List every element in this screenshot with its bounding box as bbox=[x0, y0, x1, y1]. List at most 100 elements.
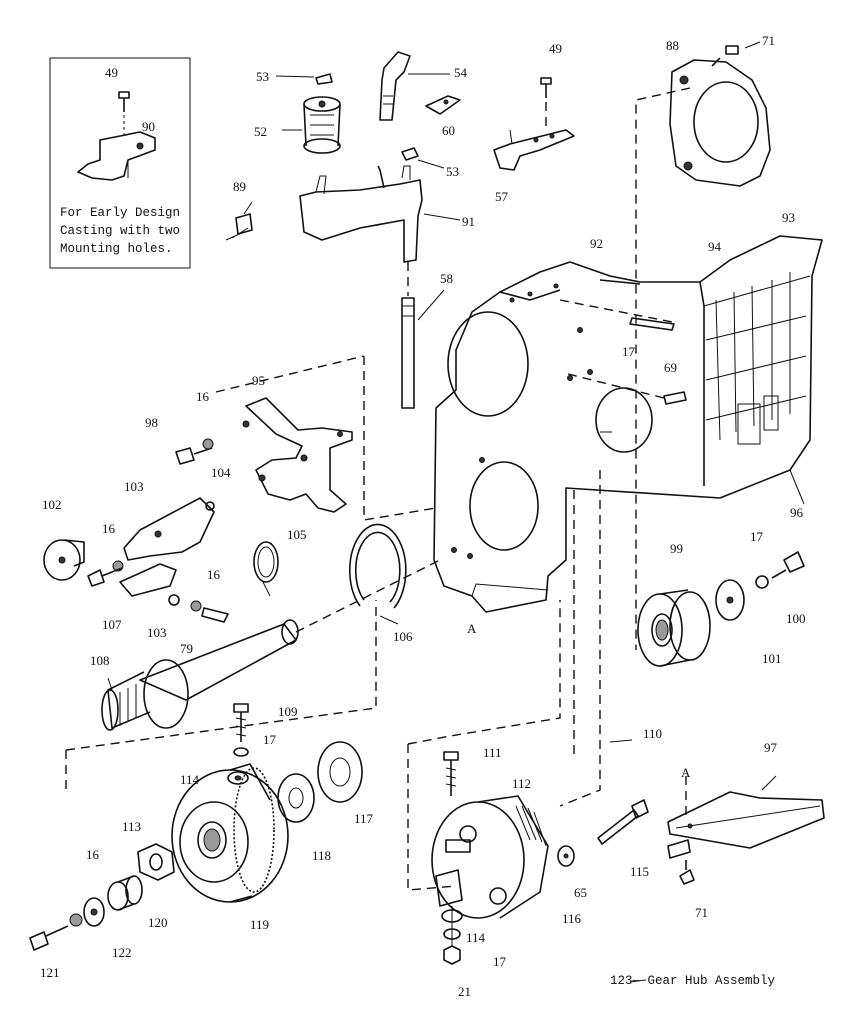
leader-53b bbox=[417, 159, 445, 169]
callout-57: 57 bbox=[495, 189, 508, 204]
part-17-washer-b bbox=[755, 575, 769, 589]
part-53-clip-top bbox=[315, 73, 333, 85]
part-112-gear-hub bbox=[431, 795, 549, 919]
callout-95: 95 bbox=[252, 373, 265, 388]
section-marker-a: A bbox=[681, 765, 691, 780]
callout-102: 102 bbox=[42, 497, 62, 512]
leader-106 bbox=[379, 615, 399, 625]
guide-110 bbox=[559, 470, 601, 807]
part-117-washer bbox=[317, 741, 363, 803]
inset-label-90: 90 bbox=[142, 119, 155, 134]
part-97-plate bbox=[667, 791, 825, 849]
part-58-shaft bbox=[401, 297, 415, 409]
leader-96 bbox=[789, 469, 805, 505]
callout-118: 118 bbox=[312, 848, 332, 863]
callout-109: 109 bbox=[278, 704, 298, 719]
callout-112: 112 bbox=[512, 776, 532, 791]
part-103-link-lower bbox=[119, 563, 177, 597]
part-17-washer-c bbox=[233, 747, 249, 757]
callout-65: 65 bbox=[574, 885, 587, 900]
part-89-screw-assembly bbox=[225, 213, 253, 241]
callout-99: 99 bbox=[670, 541, 683, 556]
callout-110: 110 bbox=[643, 726, 663, 741]
callout-119: 119 bbox=[250, 917, 270, 932]
guide-88 bbox=[635, 87, 691, 650]
part-53-clip-mid bbox=[401, 147, 419, 161]
callout-53: 53 bbox=[446, 164, 459, 179]
callout-21: 21 bbox=[458, 984, 471, 999]
inset-note-line: Casting with two bbox=[60, 224, 181, 238]
callout-115: 115 bbox=[630, 864, 650, 879]
caption-gear-hub-assembly: 123— Gear Hub Assembly bbox=[610, 974, 776, 988]
part-113-nut bbox=[137, 843, 175, 881]
part-98-screw bbox=[175, 447, 213, 465]
callout-103: 103 bbox=[124, 479, 144, 494]
callout-17: 17 bbox=[622, 344, 635, 359]
leader-58 bbox=[417, 289, 445, 321]
leader-105 bbox=[261, 579, 271, 597]
callout-58: 58 bbox=[440, 271, 453, 286]
callout-114: 114 bbox=[466, 930, 486, 945]
callout-113: 113 bbox=[122, 819, 142, 834]
callout-103: 103 bbox=[147, 625, 167, 640]
part-16-washer-d bbox=[69, 913, 83, 927]
callout-54: 54 bbox=[454, 65, 467, 80]
guide-112 bbox=[407, 600, 561, 891]
callout-17: 17 bbox=[750, 529, 763, 544]
part-121-screw bbox=[29, 925, 69, 951]
leader-89 bbox=[243, 201, 253, 215]
callout-16: 16 bbox=[207, 567, 220, 582]
part-16-washer-c bbox=[190, 600, 202, 612]
inset-frame bbox=[49, 57, 191, 269]
part-60-plate bbox=[425, 95, 461, 115]
callout-89: 89 bbox=[233, 179, 246, 194]
leader-97 bbox=[761, 775, 777, 791]
part-101-washer bbox=[715, 579, 745, 621]
part-103-washer bbox=[168, 594, 180, 606]
callout-105: 105 bbox=[287, 527, 307, 542]
part-106-snap-ring bbox=[349, 523, 407, 609]
part-52-spool bbox=[303, 96, 341, 154]
callout-120: 120 bbox=[148, 915, 168, 930]
guide-92 bbox=[559, 299, 673, 323]
guide-shaft-axis bbox=[295, 559, 441, 633]
part-119-gear bbox=[171, 763, 289, 903]
part-69-pin bbox=[663, 391, 687, 405]
callout-88: 88 bbox=[666, 38, 679, 53]
part-114-washer bbox=[227, 771, 249, 785]
part-96-main-housing bbox=[433, 235, 823, 613]
part-88-bearing-cap bbox=[669, 59, 771, 187]
part-111-screw bbox=[443, 751, 459, 796]
callout-52: 52 bbox=[254, 124, 267, 139]
part-122-washer bbox=[83, 897, 105, 927]
part-95-bracket bbox=[242, 397, 353, 513]
part-91-bracket-arm bbox=[299, 165, 423, 263]
part-105-ring bbox=[253, 541, 279, 583]
part-109-screw bbox=[233, 703, 249, 742]
leader-53a bbox=[275, 75, 315, 78]
callout-96: 96 bbox=[790, 505, 803, 520]
callout-107: 107 bbox=[102, 617, 122, 632]
part-102-knob bbox=[43, 539, 85, 581]
callout-60: 60 bbox=[442, 123, 455, 138]
inset-note: For Early Design Casting with two Mounti… bbox=[60, 204, 192, 258]
leader-91 bbox=[423, 213, 461, 221]
callout-92: 92 bbox=[590, 236, 603, 251]
callout-71: 71 bbox=[695, 905, 708, 920]
part-107-screw bbox=[87, 567, 123, 587]
leader-123 bbox=[629, 979, 647, 983]
guide-95 bbox=[215, 355, 437, 521]
callout-121: 121 bbox=[40, 965, 60, 980]
callout-100: 100 bbox=[786, 611, 806, 626]
callout-17: 17 bbox=[263, 732, 276, 747]
part-49-screw-inset bbox=[118, 91, 130, 135]
callout-101: 101 bbox=[762, 651, 782, 666]
part-90-bracket bbox=[77, 131, 156, 181]
inset-note-line: Mounting holes. bbox=[60, 242, 173, 256]
callout-106: 106 bbox=[393, 629, 413, 644]
callout-117: 117 bbox=[354, 811, 374, 826]
section-marker-a: A bbox=[467, 621, 477, 636]
callout-114: 114 bbox=[180, 772, 200, 787]
